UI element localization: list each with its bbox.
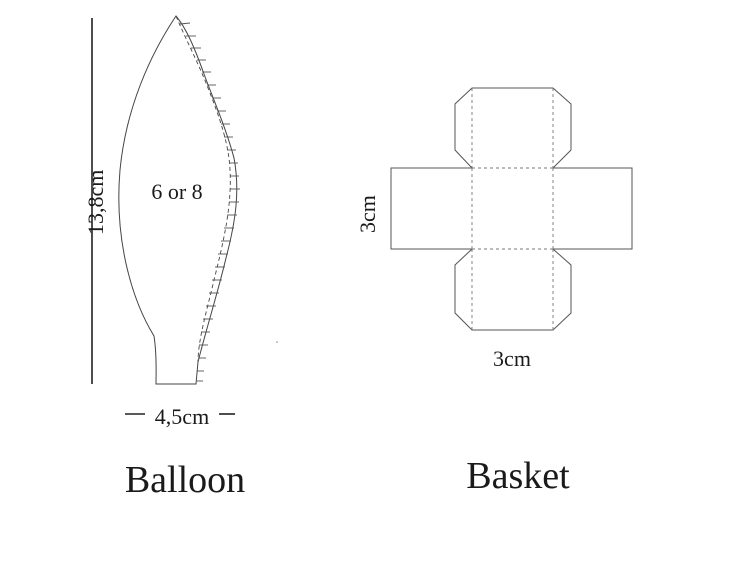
balloon-tabs [179, 22, 240, 382]
basket-template [390, 87, 633, 331]
basket-fold-lines [471, 88, 554, 330]
stray-dot [276, 341, 278, 343]
balloon-gore-outline [118, 15, 238, 385]
basket-net-outline [390, 87, 633, 331]
basket-title: Basket [466, 455, 570, 497]
balloon-height-label: 13,8cm [83, 169, 108, 235]
basket-bottom-label: 3cm [493, 346, 531, 371]
balloon-width-label: 4,5cm [154, 404, 210, 429]
basket-side-label: 3cm [355, 195, 380, 233]
balloon-title: Balloon [124, 459, 246, 501]
balloon-fold-line [175, 15, 231, 363]
balloon-template [91, 15, 240, 415]
balloon-count-label: 6 or 8 [151, 179, 203, 204]
